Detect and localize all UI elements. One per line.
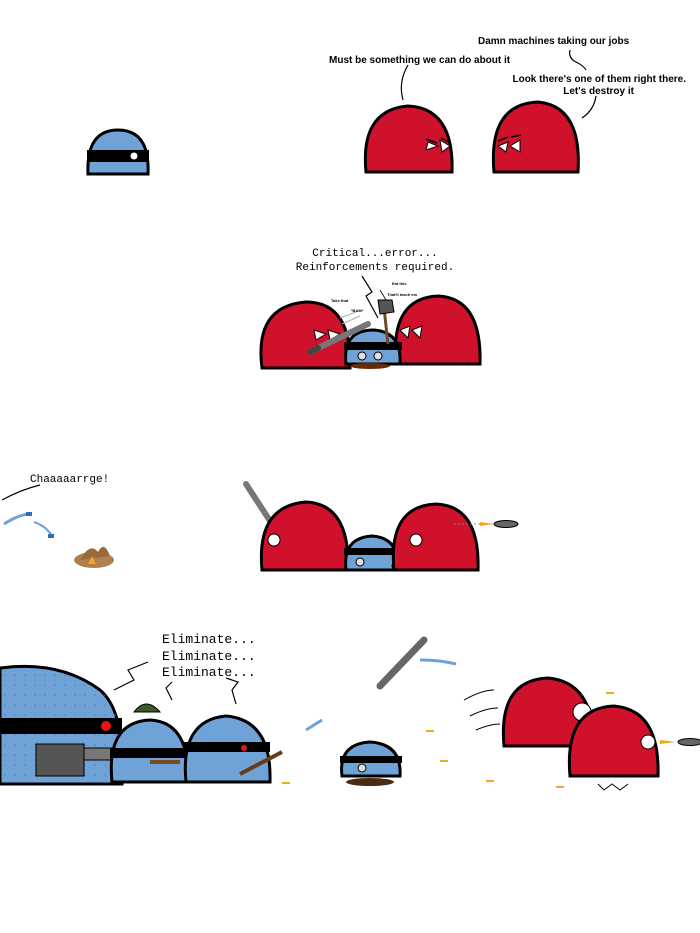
text-eat-this: Eat this: [392, 281, 407, 286]
speech-look-line1: Look there's one of them right there.: [512, 74, 686, 85]
red-ball-icon: [259, 500, 350, 572]
red-ball-icon: [491, 100, 580, 174]
speech-damn-machines: Damn machines taking our jobs: [478, 36, 630, 47]
bat-icon: [243, 481, 275, 527]
red-ball-icon: [393, 294, 482, 366]
speech-must-be-something: Must be something we can do about it: [329, 55, 511, 66]
red-ball-icon: [363, 104, 454, 174]
robot-speech-line1: Critical...error...: [312, 248, 438, 260]
robot-ball-icon: [109, 703, 190, 784]
robot-speech-eliminate: Eliminate... Eliminate... Eliminate...: [162, 632, 256, 681]
text-take-that: Take that: [331, 298, 349, 303]
rocket-icon: [454, 520, 519, 528]
panel-4: [0, 636, 700, 791]
debris-icon: [26, 512, 32, 516]
text-teach-em: That'll teach em: [387, 292, 418, 297]
speech-look-line2: Let's destroy it: [563, 86, 634, 97]
robot-ball-icon: [344, 328, 402, 369]
panel-2: [259, 275, 482, 370]
robot-ball-icon: [340, 740, 402, 786]
speech-charge: Chaaaaarrge!: [30, 474, 110, 486]
panel-3: [1, 481, 519, 572]
robot-ball-icon: [86, 128, 150, 176]
helmet-icon: [132, 703, 162, 713]
panel-1: [86, 49, 597, 176]
red-ball-icon: [567, 704, 660, 791]
red-ball-icon: [391, 502, 480, 572]
rocket-icon: [660, 738, 700, 746]
fire-icon: [74, 546, 114, 568]
bat-icon: [307, 321, 371, 355]
bat-icon: [376, 636, 457, 690]
red-ball-icon: [259, 300, 352, 370]
hammer-icon: [377, 299, 395, 345]
robot-ball-icon: [344, 534, 401, 572]
robot-speech-line2: Reinforcements required.: [295, 262, 455, 274]
text-bam: *BAM*: [351, 308, 364, 313]
robot-ball-icon: [183, 714, 283, 784]
